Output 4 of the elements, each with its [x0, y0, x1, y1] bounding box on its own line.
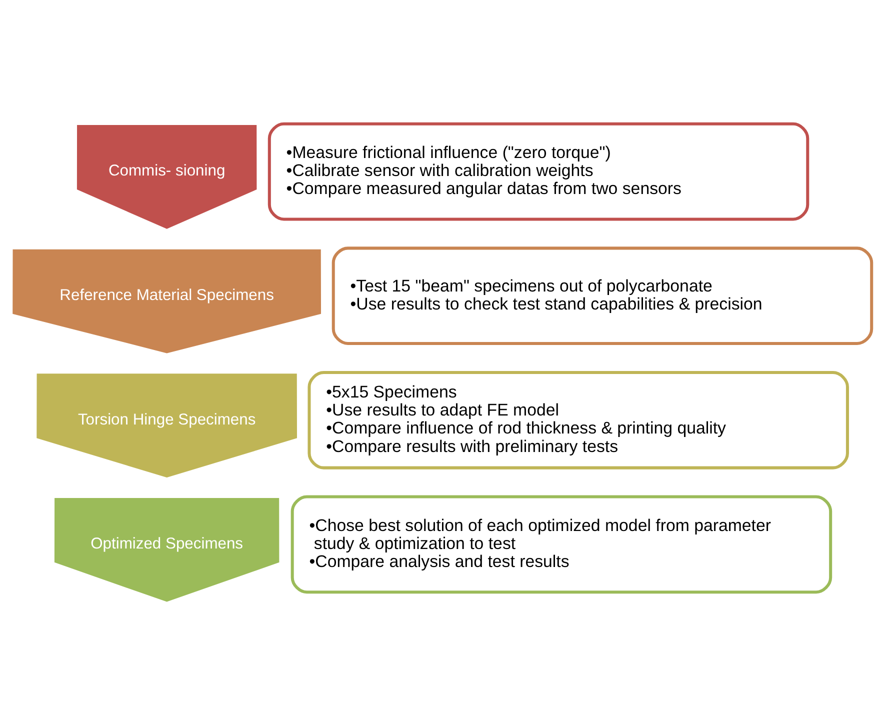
node-box: •Test 15 "beam" specimens out of polycarbonate •Use results to check test stand capabilities & precision [332, 246, 874, 346]
node-box: •Measure frictional influence ("zero torque") •Calibrate sensor with calibration weights •Compare measured angular datas from two sensors [268, 122, 810, 221]
node-box: •Chose best solution of each optimized model from parameter study & optimization to test •Compare analysis and test results [290, 495, 832, 594]
node-box: •5x15 Specimens •Use results to adapt FE model •Compare influence of rod thickness & printing quality •Compare results with preliminary tests [308, 370, 849, 470]
